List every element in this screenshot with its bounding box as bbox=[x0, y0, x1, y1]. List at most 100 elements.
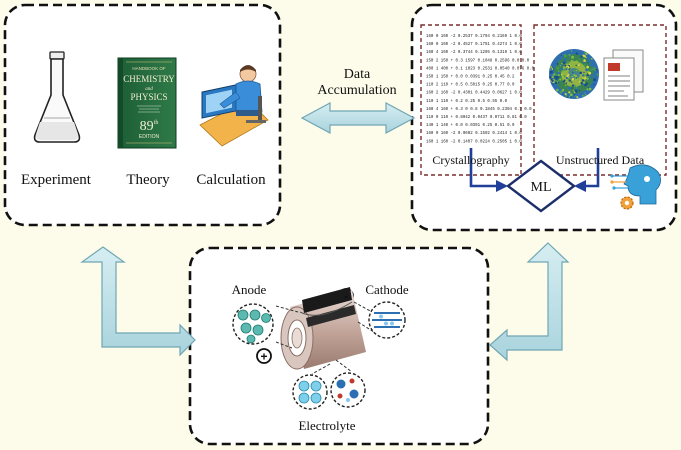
noise-speck bbox=[556, 66, 560, 70]
noise-speck bbox=[560, 67, 564, 71]
noise-speck bbox=[571, 55, 575, 59]
noise-speck bbox=[559, 90, 563, 94]
noise-speck bbox=[588, 60, 591, 63]
noise-speck bbox=[555, 75, 558, 79]
noise-speck bbox=[582, 94, 584, 97]
unstructured-data-label: Unstructured Data bbox=[556, 153, 645, 167]
noise-speck bbox=[585, 68, 588, 72]
noise-speck bbox=[563, 54, 567, 58]
accumulation-label: Accumulation bbox=[317, 83, 396, 98]
noise-speck bbox=[560, 54, 563, 56]
noise-speck bbox=[566, 67, 569, 69]
cathode-label: Cathode bbox=[365, 282, 409, 297]
noise-speck bbox=[576, 69, 580, 72]
noise-speck bbox=[557, 71, 560, 75]
noise-speck bbox=[574, 84, 577, 87]
noise-speck bbox=[560, 58, 563, 61]
noise-speck bbox=[580, 82, 584, 85]
data-row: 150 1 150 + 0.0 0.0391 0.25 0.45 0.2 bbox=[426, 76, 515, 80]
noise-speck bbox=[574, 74, 578, 78]
noise-speck bbox=[568, 54, 570, 56]
noise-speck bbox=[579, 54, 581, 56]
noise-speck bbox=[562, 76, 564, 78]
noise-speck bbox=[585, 82, 589, 86]
unstructured-arrowhead bbox=[574, 180, 586, 192]
data-label: Data bbox=[344, 67, 371, 82]
book-author-lines bbox=[137, 105, 161, 113]
noise-speck bbox=[569, 71, 572, 74]
erlenmeyer-flask-icon bbox=[33, 51, 81, 143]
noise-speck bbox=[583, 61, 586, 64]
noise-speck bbox=[562, 80, 566, 83]
noise-speck bbox=[577, 64, 580, 67]
noise-speck bbox=[570, 81, 573, 83]
noise-speck bbox=[567, 86, 571, 90]
book-edition-word: EDITION bbox=[139, 134, 160, 140]
ml-label: ML bbox=[531, 180, 552, 195]
noise-speck bbox=[586, 88, 589, 91]
noise-speck bbox=[564, 92, 567, 96]
noise-speck bbox=[578, 89, 581, 92]
noise-speck bbox=[555, 74, 557, 76]
noise-speck bbox=[556, 88, 559, 92]
noise-speck bbox=[583, 64, 586, 66]
noise-speck bbox=[557, 76, 560, 79]
noise-speck bbox=[563, 75, 566, 78]
noise-speck bbox=[588, 57, 591, 60]
noise-speck bbox=[588, 87, 592, 91]
battery-cell-icon bbox=[280, 287, 366, 370]
noise-speck bbox=[586, 77, 589, 80]
noise-speck bbox=[575, 69, 578, 72]
noise-speck bbox=[571, 75, 573, 78]
noise-speck bbox=[570, 87, 573, 89]
experiment-label: Experiment bbox=[21, 172, 92, 188]
noise-speck bbox=[557, 74, 560, 77]
book-title-line4: PHYSICS bbox=[130, 92, 167, 102]
noise-speck bbox=[556, 79, 558, 81]
noise-speck bbox=[557, 81, 560, 84]
calculation-label: Calculation bbox=[196, 172, 266, 188]
noise-speck bbox=[593, 78, 596, 82]
noise-speck bbox=[569, 93, 573, 97]
noise-speck bbox=[590, 57, 593, 60]
noise-speck bbox=[593, 66, 595, 69]
document-icon bbox=[603, 49, 644, 101]
data-row: 160 1 160 -2 0.1407 0.0224 0.2505 1 0.0 bbox=[426, 140, 522, 144]
noise-speck bbox=[578, 81, 581, 83]
electrolyte-ions-icon bbox=[330, 372, 366, 408]
noise-speck bbox=[586, 65, 589, 69]
noise-speck bbox=[565, 76, 569, 80]
noise-speck bbox=[571, 84, 575, 87]
book-title-line2: CHEMISTRY bbox=[123, 74, 175, 84]
crystallography-data-rows: 160 0 160 -2 0.2537 0.1794 0.2169 1 0.01… bbox=[426, 35, 535, 144]
noise-speck bbox=[573, 94, 576, 96]
noise-speck bbox=[570, 50, 573, 52]
person-computer-icon bbox=[199, 65, 269, 147]
unstructured-data-box bbox=[533, 24, 667, 176]
noise-speck bbox=[596, 73, 599, 76]
data-row: 110 2 110 + 0.5 0.5015 0.25 0.77 0.0 bbox=[426, 84, 515, 88]
pattern-noise bbox=[549, 50, 599, 99]
noise-speck bbox=[562, 52, 565, 55]
noise-speck bbox=[575, 60, 578, 63]
noise-speck bbox=[591, 68, 594, 71]
right-bend-arrow bbox=[489, 242, 570, 362]
noise-speck bbox=[554, 63, 557, 66]
noise-speck bbox=[568, 56, 570, 58]
noise-speck bbox=[565, 88, 567, 90]
noise-speck bbox=[580, 55, 583, 58]
book-title-line1: HANDBOOK OF bbox=[132, 66, 166, 71]
noise-speck bbox=[581, 90, 583, 93]
noise-speck bbox=[566, 61, 570, 64]
noise-speck bbox=[588, 71, 592, 75]
noise-speck bbox=[575, 52, 579, 55]
noise-speck bbox=[579, 71, 583, 75]
noise-speck bbox=[550, 69, 552, 71]
data-row: 160 2 160 -2 0.4301 0.4429 0.0627 1 0.0 bbox=[426, 92, 522, 96]
noise-speck bbox=[568, 91, 571, 94]
noise-speck bbox=[595, 68, 598, 71]
noise-speck bbox=[587, 62, 589, 64]
noise-speck bbox=[583, 71, 585, 74]
battery-connectors bbox=[275, 301, 375, 375]
data-row: 400 1 400 + 0.1 1023 0.2531 0.0540 0.076… bbox=[426, 67, 535, 71]
